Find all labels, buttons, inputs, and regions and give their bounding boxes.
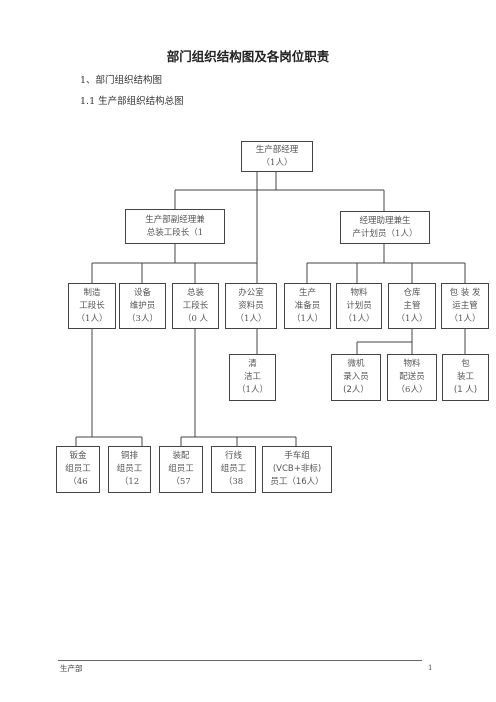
box-line: 组员工 (168, 464, 194, 474)
org-box-manager-assistant: 经理助理兼生 产计划员（1人） (340, 211, 430, 244)
box-line: 铜排 (120, 451, 138, 461)
org-box-sheet-metal-workers: 钣金 组员工 （46 (56, 446, 100, 493)
box-line: 制造 (83, 287, 101, 298)
box-line: 准备员 (294, 300, 321, 311)
box-line: (1 人) (453, 385, 478, 395)
box-line: 计划员 (346, 300, 372, 311)
org-box-material-planner: 物料 计划员 （1人） (336, 283, 382, 329)
document-title: 部门组织结构图及各岗位职责 (166, 49, 330, 64)
org-box-production-preparer: 生产 准备员 （1人） (284, 283, 331, 329)
box-line: 配送员 (399, 372, 425, 382)
box-line: 物料 (403, 359, 421, 369)
box-line: (2人） (343, 385, 369, 395)
box-line: （3人） (127, 313, 158, 324)
box-line: 装配 (172, 451, 190, 461)
org-box-manager: 生产部经理 （1人） (241, 141, 313, 172)
box-line: （1人） (261, 157, 293, 168)
box-line: 主管 (403, 300, 421, 311)
box-line: （0 人 (182, 313, 209, 324)
box-line: （12 (119, 477, 140, 487)
box-line: 生产 (298, 287, 316, 298)
org-box-assembly-workers: 装配 组员工 （57 (159, 446, 203, 493)
org-box-copper-bar-workers: 铜排 组员工 （12 (108, 446, 151, 493)
subsection-heading: 1.1 生产部组织结构总图 (80, 96, 184, 107)
box-line: （1人） (292, 313, 323, 324)
org-box-deputy-manager: 生产部副经理兼 总装工段长（1 (125, 209, 225, 244)
box-line: 生产部经理 (255, 144, 299, 155)
box-line: （1人） (235, 313, 267, 324)
box-line: 洁工 (243, 372, 261, 382)
box-line: 仓库 (403, 287, 421, 298)
box-line: （1人） (76, 313, 108, 324)
org-box-equipment-maintainer: 设备 维护员 （3人） (119, 283, 166, 329)
box-line: 产计划员（1人） (352, 228, 418, 239)
box-line: 手车组 (284, 451, 310, 461)
org-box-handcart-workers: 手车组 (VCB+非标) 员工（16人） (262, 446, 332, 493)
box-line: 生产部副经理兼 (145, 214, 205, 225)
box-line: （1人） (343, 313, 375, 324)
org-box-office-clerk: 办公室 资料员 （1人） (225, 283, 277, 329)
box-line: 组员工 (220, 464, 247, 474)
box-line: 办公室 (238, 287, 264, 298)
page-number: 1 (428, 664, 433, 672)
box-line: 工段长 (79, 300, 105, 311)
org-box-data-entry-clerk: 微机 录入员 (2人） (331, 354, 381, 401)
box-line: 总装 (186, 287, 204, 298)
box-line: 员工（16人） (270, 477, 324, 487)
box-line: （1人） (237, 385, 268, 395)
box-line: 总装工段长（1 (146, 227, 204, 238)
box-line: 包 (461, 359, 470, 369)
box-line: 钣金 (69, 451, 87, 461)
box-line: （38 (223, 477, 244, 487)
box-line: （1人） (449, 313, 481, 324)
org-box-wiring-workers: 行线 组员工 （38 (211, 446, 256, 493)
box-line: （57 (171, 477, 191, 487)
box-line: 录入员 (343, 372, 369, 382)
box-line: 设备 (133, 287, 151, 298)
box-line: （46 (68, 477, 88, 487)
org-box-warehouse-supervisor: 仓库 主管 （1人） (388, 283, 436, 329)
org-box-manufacturing-supervisor: 制造 工段长 （1人） (68, 283, 116, 329)
box-line: 微机 (347, 359, 365, 369)
box-line: 装工 (456, 372, 474, 382)
box-line: 工段长 (182, 300, 209, 311)
org-box-packer: 包 装工 (1 人) (442, 354, 489, 401)
box-line: 资料员 (238, 300, 264, 311)
box-line: （1人） (396, 313, 428, 324)
box-line: 物料 (350, 287, 368, 298)
box-line: （6人） (396, 385, 428, 395)
box-line: 行线 (224, 451, 242, 461)
box-line: 包 装 发 (449, 287, 481, 298)
box-line: (VCB+非标) (272, 464, 322, 474)
org-box-material-distributor: 物料 配送员 （6人） (387, 354, 437, 401)
box-line: 组员工 (65, 464, 91, 474)
box-line: 维护员 (129, 300, 156, 311)
box-line: 经理助理兼生 (359, 215, 411, 226)
box-line: 运主管 (452, 300, 478, 311)
org-box-cleaner: 清 洁工 （1人） (229, 354, 276, 401)
box-line: 清 (248, 359, 257, 369)
org-box-packing-shipping-supervisor: 包 装 发 运主管 （1人） (441, 283, 489, 329)
org-box-assembly-supervisor: 总装 工段长 （0 人 (172, 283, 219, 329)
footer-divider (58, 660, 422, 661)
box-line: 组员工 (116, 464, 143, 474)
footer-department: 生产部 (60, 664, 83, 673)
section-heading: 1、部门组织结构图 (80, 75, 163, 86)
